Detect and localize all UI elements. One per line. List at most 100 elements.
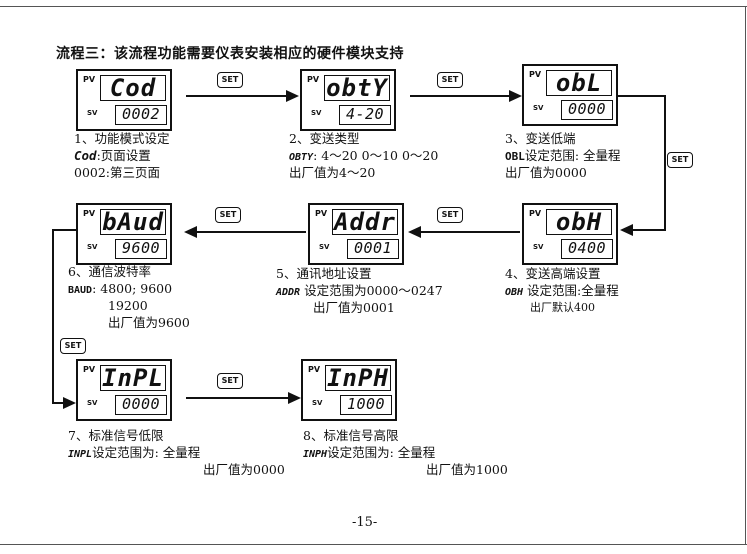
arrow-right-icon — [63, 397, 76, 409]
caption-1-extra: 0002:第三页面 — [74, 165, 161, 180]
caption-6-default: 出厂值为9600 — [108, 315, 190, 330]
display-panel-baud: PV bAud SV 9600 — [76, 203, 172, 265]
caption-8-title: 8、标准信号高限 — [303, 428, 399, 443]
caption-7-code: INPL — [68, 449, 93, 460]
caption-6-desc: BAUD: 4800; 9600 — [68, 281, 173, 296]
set-key-icon: SET — [215, 207, 241, 223]
pv-label: PV — [529, 209, 542, 218]
display-panel-obl: PV obL SV 0000 — [522, 64, 618, 126]
flow-arrow-line — [196, 231, 306, 233]
caption-7-desc: INPL设定范围为: 全量程 — [68, 445, 201, 460]
set-key-icon: SET — [217, 373, 243, 389]
sv-display: 1000 — [340, 395, 392, 415]
caption-4-extra: 出厂默认400 — [530, 301, 595, 314]
caption-1-code: Cod — [74, 148, 97, 163]
page-border-top — [0, 6, 747, 7]
display-panel-addr: PV Addr SV 0001 — [308, 203, 404, 265]
caption-7-title: 7、标准信号低限 — [68, 428, 164, 443]
pv-display: obL — [546, 70, 612, 96]
sv-display: 0400 — [561, 239, 613, 259]
pv-display: obtY — [324, 75, 390, 101]
flow-arrow-line — [631, 229, 666, 231]
flow-arrow-line — [52, 229, 54, 403]
caption-5-extra: 出厂值为0001 — [313, 300, 395, 315]
set-key-icon: SET — [667, 152, 693, 168]
flow-arrow-line — [186, 95, 289, 97]
caption-7-extra: 出厂值为0000 — [203, 462, 285, 477]
flow-arrow-line — [664, 95, 666, 230]
pv-display: InPH — [325, 365, 391, 391]
caption-3-title: 3、变送低端 — [505, 131, 576, 146]
pv-label: PV — [308, 365, 321, 374]
pv-display: Addr — [332, 209, 398, 235]
arrow-left-icon — [408, 226, 421, 238]
sv-display: 0000 — [561, 100, 613, 120]
sv-label: SV — [311, 109, 322, 117]
flow-arrow-line — [420, 231, 520, 233]
sv-label: SV — [319, 243, 330, 251]
caption-2-code: OBTY — [289, 152, 314, 163]
pv-label: PV — [315, 209, 328, 218]
set-key-icon: SET — [437, 207, 463, 223]
pv-display: obH — [546, 209, 612, 235]
sv-display: 4-20 — [339, 105, 391, 125]
caption-8-desc: INPH设定范围为: 全量程 — [303, 445, 436, 460]
caption-8-extra: 出厂值为1000 — [426, 462, 508, 477]
set-key-icon: SET — [437, 72, 463, 88]
caption-5-desc: ADDR 设定范围为0000～0247 — [276, 283, 443, 298]
caption-2-extra: 出厂值为4～20 — [289, 165, 376, 180]
caption-3-code: OBL — [505, 150, 525, 163]
arrow-right-icon — [509, 90, 522, 102]
pv-display: InPL — [100, 365, 166, 391]
pv-label: PV — [83, 209, 96, 218]
sv-display: 9600 — [115, 239, 167, 259]
caption-4-code: OBH — [505, 287, 524, 298]
display-panel-inph: PV InPH SV 1000 — [301, 359, 397, 421]
caption-2-title: 2、变送类型 — [289, 131, 360, 146]
pv-label: PV — [307, 75, 320, 84]
pv-display: Cod — [100, 75, 166, 101]
caption-2-desc: OBTY: 4～20 0～10 0～20 — [289, 148, 439, 163]
set-key-icon: SET — [60, 338, 86, 354]
set-key-icon: SET — [217, 72, 243, 88]
caption-3-desc: OBL设定范围: 全量程 — [505, 148, 621, 163]
sv-label: SV — [533, 104, 544, 112]
flow-arrow-line — [618, 95, 666, 97]
sv-label: SV — [312, 399, 323, 407]
page-border-right — [745, 6, 746, 544]
display-panel-obty: PV obtY SV 4-20 — [300, 69, 396, 131]
arrow-left-icon — [184, 226, 197, 238]
flow-arrow-line — [186, 397, 290, 399]
page-title: 流程三：该流程功能需要仪表安装相应的硬件模块支持 — [56, 46, 404, 62]
caption-5-title: 5、通讯地址设置 — [276, 266, 372, 281]
pv-label: PV — [83, 365, 96, 374]
sv-display: 0002 — [115, 105, 167, 125]
flow-arrow-line — [410, 95, 512, 97]
caption-5-code: ADDR — [276, 287, 301, 298]
display-panel-obh: PV obH SV 0400 — [522, 203, 618, 265]
sv-label: SV — [87, 399, 98, 407]
pv-label: PV — [529, 70, 542, 79]
display-panel-cod: PV Cod SV 0002 — [76, 69, 172, 131]
caption-6-code: BAUD — [68, 285, 93, 296]
sv-label: SV — [87, 109, 98, 117]
sv-display: 0000 — [115, 395, 167, 415]
caption-6-extra: 19200 — [108, 298, 148, 313]
caption-3-extra: 出厂值为0000 — [505, 165, 587, 180]
arrow-right-icon — [286, 90, 299, 102]
display-panel-inpl: PV InPL SV 0000 — [76, 359, 172, 421]
caption-4-title: 4、变送高端设置 — [505, 266, 601, 281]
caption-6-title: 6、通信波特率 — [68, 264, 151, 279]
caption-1-desc: Cod:页面设置 — [74, 148, 151, 163]
page-border-bottom — [0, 544, 747, 545]
caption-4-desc: OBH 设定范围:全量程 — [505, 283, 619, 298]
caption-8-code: INPH — [303, 449, 328, 460]
caption-1-title: 1、功能模式设定 — [74, 131, 170, 146]
page-number: -15- — [352, 515, 378, 530]
arrow-left-icon — [620, 224, 633, 236]
flow-arrow-line — [52, 229, 76, 231]
sv-display: 0001 — [347, 239, 399, 259]
pv-label: PV — [83, 75, 96, 84]
sv-label: SV — [533, 243, 544, 251]
flow-arrow-line — [52, 402, 64, 404]
